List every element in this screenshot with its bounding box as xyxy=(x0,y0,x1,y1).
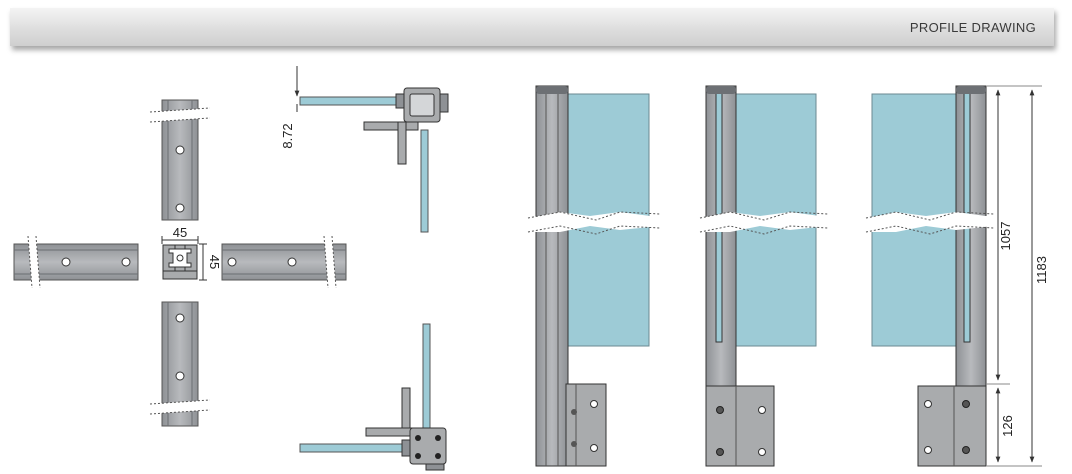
dimension-label-height: 45 xyxy=(207,255,222,269)
header-banner: PROFILE DRAWING xyxy=(10,8,1054,46)
profile-bar-left xyxy=(13,235,139,289)
page-title: PROFILE DRAWING xyxy=(909,20,1036,35)
post-variant-c: 1057 1183 126 xyxy=(865,85,1049,467)
dimension-label-base-height: 126 xyxy=(1000,415,1015,437)
dimension-glass-height: 1057 xyxy=(995,89,1013,381)
dimension-label-width: 45 xyxy=(173,225,187,240)
corner-detail-top: 8.72 xyxy=(280,66,449,233)
post-variant-b xyxy=(699,85,829,467)
profile-bar-right xyxy=(221,235,347,289)
profile-bar-bottom xyxy=(149,301,211,427)
dimension-profile-height: 45 xyxy=(199,243,222,281)
dimension-label-offset: 8.72 xyxy=(280,123,295,148)
profile-cross-section xyxy=(162,244,198,280)
post-variant-a xyxy=(527,85,661,467)
dimension-profile-width: 45 xyxy=(161,225,199,244)
dimension-label-total-height: 1183 xyxy=(1034,256,1049,284)
dimension-label-glass-height: 1057 xyxy=(998,222,1013,251)
dimension-base-height: 126 xyxy=(995,387,1015,463)
corner-detail-bottom xyxy=(299,323,447,471)
profile-bar-top xyxy=(149,99,211,221)
dimension-total-height: 1183 xyxy=(1029,89,1049,463)
profile-cross-view: 45 45 xyxy=(13,99,347,427)
